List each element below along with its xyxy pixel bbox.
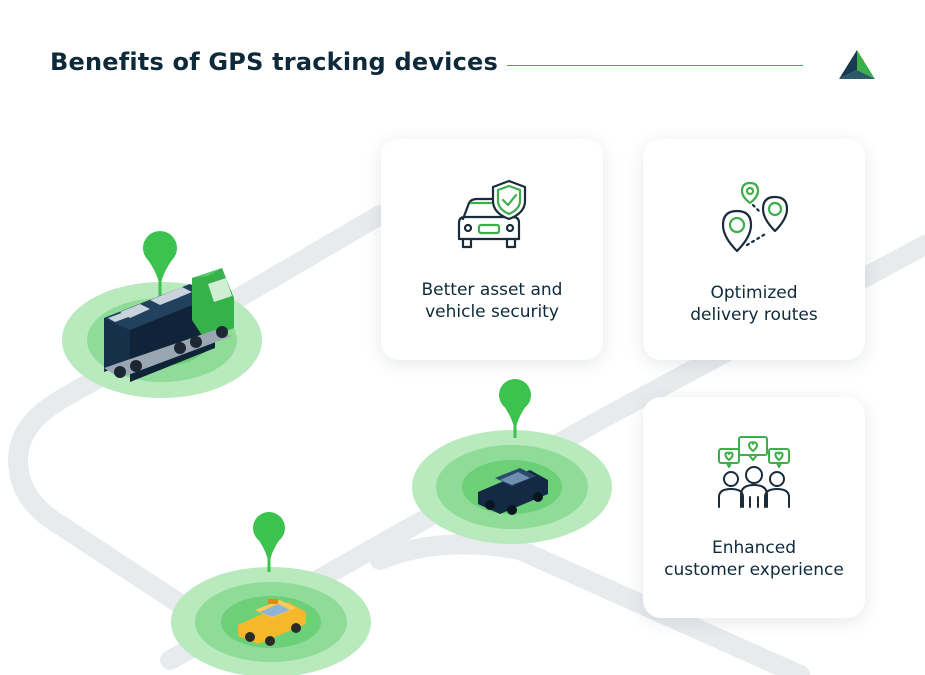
page-title: Benefits of GPS tracking devices [50,48,498,76]
benefit-card-customer: Enhanced customer experience [643,397,865,618]
location-pin-icon [143,231,177,298]
location-pin-icon [499,379,531,438]
benefit-label: Optimized delivery routes [690,283,818,325]
location-pin-icon [253,512,285,572]
happy-customers-icon [718,436,790,508]
benefit-card-security: Better asset and vehicle security [381,139,603,360]
route-pins-icon [721,181,789,253]
road-lower [370,534,810,675]
benefit-label: Better asset and vehicle security [421,280,563,322]
benefit-label: Enhanced customer experience [664,538,844,580]
yellow-taxi-icon [238,599,306,646]
triangle-logo-icon [839,50,875,79]
taxi-location [171,512,371,675]
title-divider [507,65,803,66]
sedan-location [412,379,612,544]
benefit-card-routes: Optimized delivery routes [643,139,865,360]
cargo-truck-icon [104,268,234,382]
car-shield-icon [457,179,527,249]
dark-sedan-icon [478,468,548,515]
road-main [8,205,390,660]
